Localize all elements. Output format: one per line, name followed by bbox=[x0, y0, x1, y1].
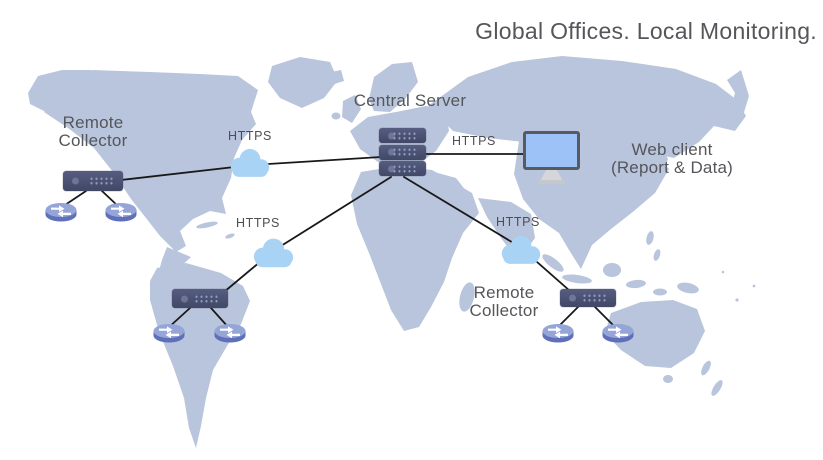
monitor-stand bbox=[540, 170, 563, 180]
map-south-america bbox=[150, 263, 250, 448]
router-icon bbox=[214, 324, 246, 343]
map-kamchatka bbox=[727, 70, 749, 122]
monitor-icon bbox=[523, 131, 580, 184]
map-japan bbox=[646, 144, 668, 190]
map-uk bbox=[342, 95, 361, 123]
cloud-icon-na bbox=[230, 148, 270, 177]
server-led bbox=[388, 132, 395, 139]
https-label-na: HTTPS bbox=[228, 129, 272, 143]
server-vents bbox=[582, 293, 608, 303]
server-unit bbox=[379, 144, 426, 160]
server-vents bbox=[89, 176, 115, 186]
na-collector-label: Remote Collector bbox=[38, 114, 148, 150]
na-collector-label-line2: Collector bbox=[58, 131, 128, 150]
apac-collector-label-line1: Remote bbox=[473, 283, 535, 302]
server-led bbox=[388, 165, 395, 172]
web-client-label-line1: Web client bbox=[631, 140, 713, 159]
central-server-icon bbox=[379, 128, 426, 176]
map-north-america bbox=[44, 70, 258, 252]
na-collector-server-icon bbox=[63, 171, 123, 191]
server-led bbox=[569, 294, 576, 302]
server-unit bbox=[379, 161, 426, 176]
monitor-screen bbox=[523, 131, 580, 170]
router-icon bbox=[105, 203, 137, 222]
router-icon bbox=[602, 324, 634, 343]
map-africa bbox=[351, 166, 479, 331]
server-unit bbox=[172, 289, 228, 308]
central-server-label: Central Server bbox=[353, 91, 467, 110]
apac-collector-server-icon bbox=[560, 289, 616, 307]
apac-collector-label: Remote Collector bbox=[449, 284, 559, 320]
server-unit bbox=[63, 171, 123, 191]
server-led bbox=[388, 148, 395, 156]
server-vents bbox=[194, 294, 220, 303]
map-siberia bbox=[428, 56, 746, 158]
server-unit bbox=[560, 289, 616, 307]
page-title: Global Offices. Local Monitoring. bbox=[475, 18, 817, 44]
map-scandinavia bbox=[369, 62, 418, 112]
monitor-base bbox=[538, 180, 565, 184]
server-led bbox=[72, 177, 79, 185]
router-icon bbox=[153, 324, 185, 343]
router-icon bbox=[45, 203, 77, 222]
cloud-icon-sa bbox=[253, 238, 294, 268]
server-vents bbox=[392, 131, 418, 140]
https-label-apac: HTTPS bbox=[496, 215, 540, 229]
link-central-to-apac bbox=[403, 176, 571, 292]
web-client-label-line2: (Report & Data) bbox=[610, 158, 734, 177]
map-iceland bbox=[321, 70, 344, 86]
map-australia bbox=[605, 300, 705, 368]
router-icon bbox=[542, 324, 574, 343]
https-label-sa: HTTPS bbox=[236, 216, 280, 230]
server-unit bbox=[379, 128, 426, 143]
server-led bbox=[181, 295, 188, 302]
apac-collector-label-line2: Collector bbox=[469, 301, 539, 320]
sa-collector-server-icon bbox=[172, 289, 228, 308]
server-vents bbox=[392, 164, 418, 173]
https-label-webclient: HTTPS bbox=[452, 134, 496, 148]
cloud-icon-apac bbox=[501, 235, 541, 264]
map-greenland bbox=[268, 57, 338, 108]
na-collector-label-line1: Remote bbox=[62, 113, 124, 132]
server-vents bbox=[392, 147, 418, 157]
web-client-label: Web client (Report & Data) bbox=[598, 141, 746, 177]
